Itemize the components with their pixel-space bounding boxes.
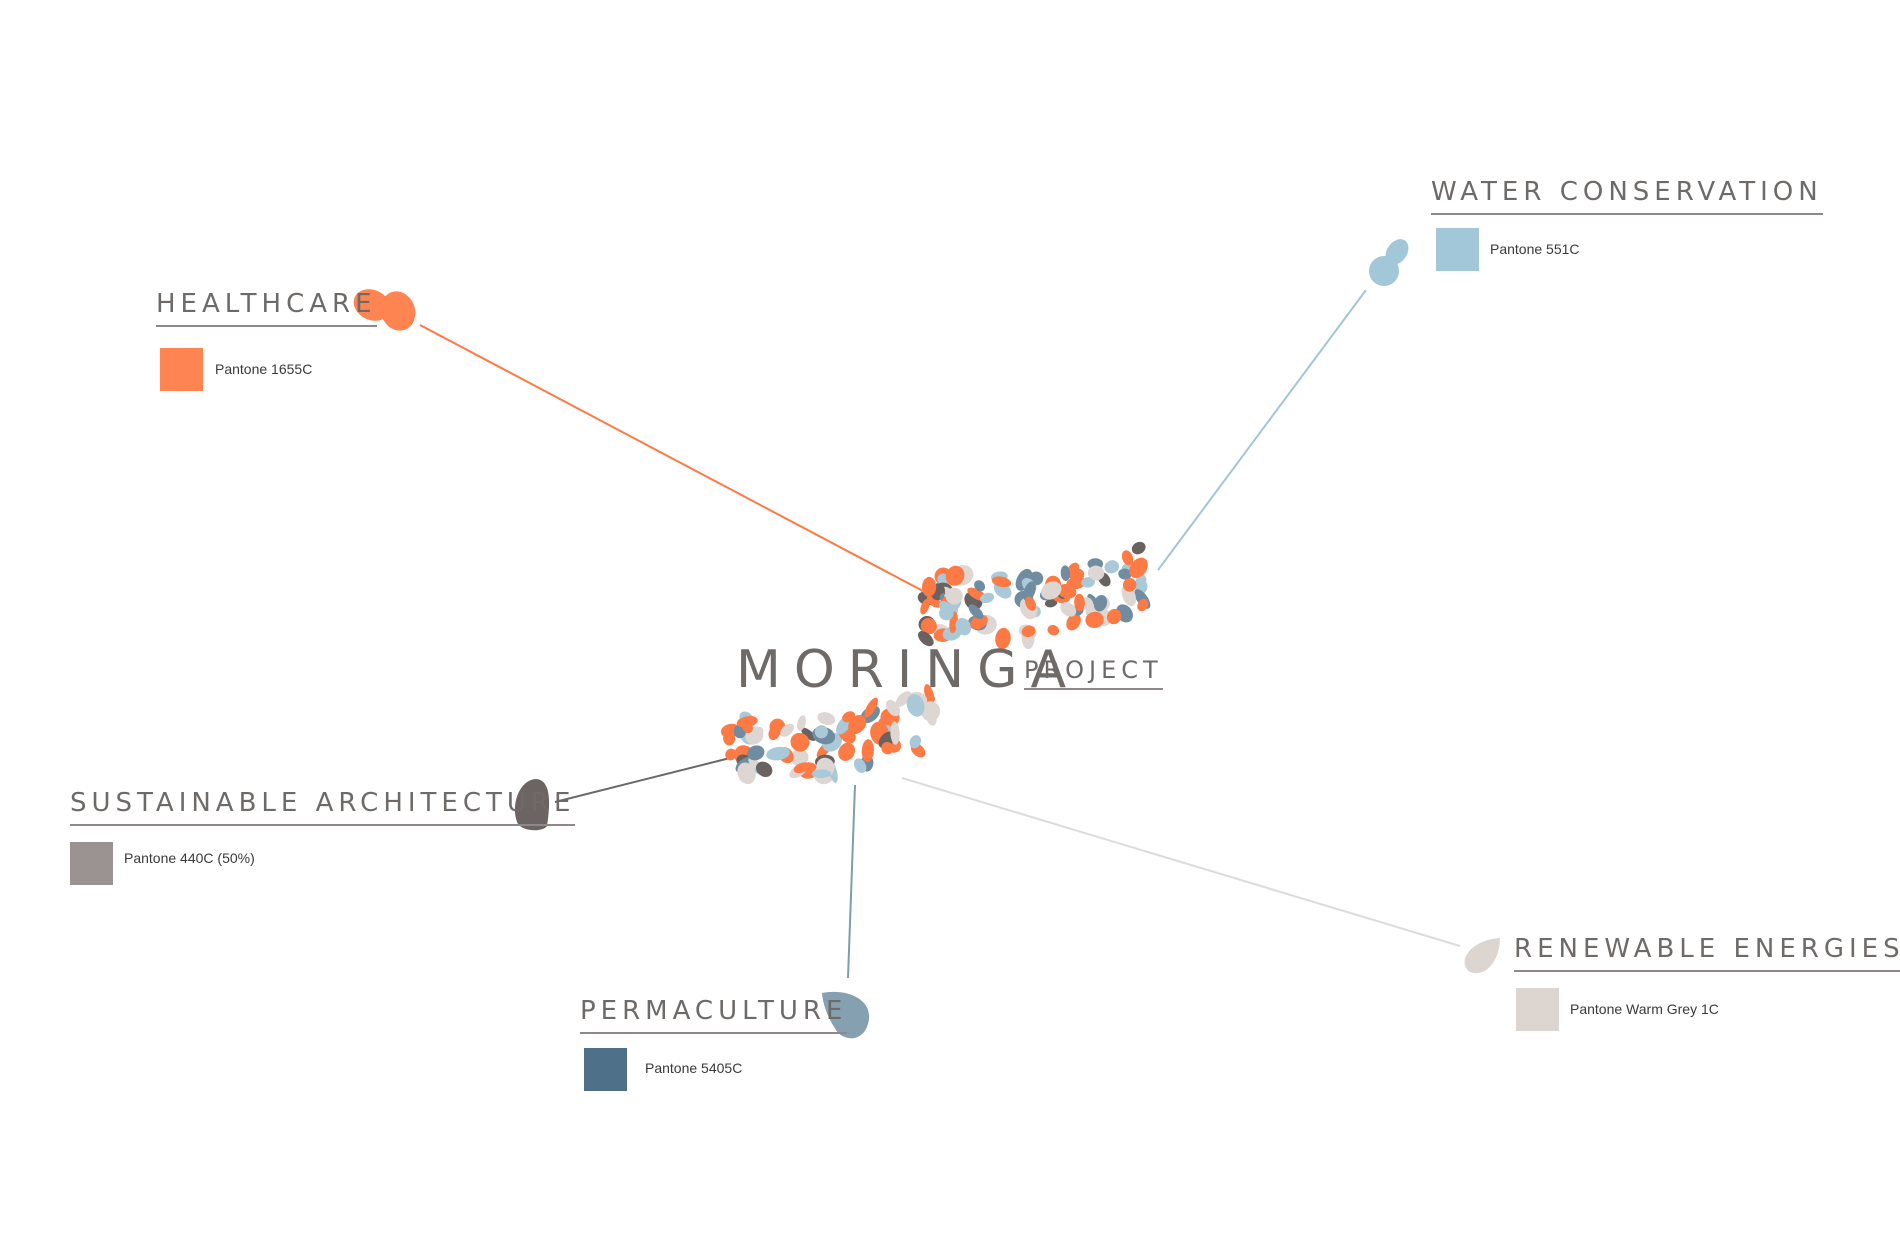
petal [737,762,756,785]
petal [939,606,954,621]
petal [1057,583,1077,599]
petal [797,715,806,731]
petal [890,721,900,745]
petal [1118,568,1132,580]
swatch-label-renewable-energies: Pantone Warm Grey 1C [1570,1001,1719,1017]
energies-leaf-icon [1464,938,1500,974]
petal [790,732,810,752]
petal [723,731,736,746]
petal [756,761,773,777]
petal [955,618,972,636]
petal [1074,593,1085,612]
swatch-label-permaculture: Pantone 5405C [645,1060,743,1076]
petal [766,746,790,761]
swatch-sustainable-architecture [70,842,113,885]
petal [921,576,937,597]
petal [1066,613,1081,631]
petal [780,723,795,737]
petal [1085,611,1104,629]
petal [747,745,765,761]
petal [1104,560,1120,574]
connector-water [1157,289,1367,571]
upper-petal-cluster [917,541,1151,650]
project-name: MORINGA [736,640,1080,700]
petal [1137,598,1149,612]
petal [1093,594,1108,612]
petal [906,694,925,717]
petal [991,576,1012,588]
petal [842,711,856,723]
petal [1081,577,1096,588]
petal [817,712,836,726]
swatch-renewable-energies [1516,988,1559,1031]
water-drop-icon [1369,239,1409,286]
petal [917,631,934,647]
petal [909,735,922,749]
swatch-water-conservation [1436,228,1479,271]
petal [725,748,737,761]
petal [790,748,809,767]
petal [861,739,874,762]
petal [864,697,878,718]
petal [1041,581,1062,600]
petal [811,769,832,779]
petal [1025,596,1037,611]
node-title-healthcare: HEALTHCARE [156,289,377,327]
petal [1021,625,1036,638]
petal [1047,625,1060,636]
petal [1087,565,1105,581]
petal [945,565,965,586]
swatch-label-healthcare: Pantone 1655C [215,361,313,377]
connector-energies [901,777,1461,947]
petal [1070,568,1085,582]
petal [838,742,856,761]
permaculture-leaf-icon [822,991,870,1039]
petal [1131,541,1146,555]
connector-permaculture [847,784,856,979]
connector-architecture [554,757,731,803]
petal [974,580,986,592]
swatch-label-sustainable-architecture: Pantone 440C (50%) [124,850,255,866]
petal [814,725,828,739]
swatch-healthcare [160,348,203,391]
petal [881,742,894,755]
petal [995,627,1011,650]
petal [970,614,988,630]
petal [945,587,963,605]
petal [895,691,912,707]
node-title-permaculture: PERMACULTURE [580,996,848,1034]
petal [1129,557,1148,579]
lower-petal-cluster [720,684,941,785]
petal [1121,550,1134,566]
node-title-renewable-energies: RENEWABLE ENERGIES [1514,934,1900,972]
petal [925,708,937,726]
petal [801,727,817,741]
swatch-permaculture [584,1048,627,1091]
healthcare-leaf-icon [353,289,416,331]
petal [1060,565,1071,581]
petal [1044,598,1058,608]
petal [1060,601,1077,617]
petal [793,762,811,774]
architecture-leaf-icon [514,779,550,831]
petal [1023,581,1036,602]
node-title-sustainable-architecture: SUSTAINABLE ARCHITECTURE [70,788,576,826]
project-subtitle: PROJECT [1024,656,1163,690]
petal [742,721,753,734]
petal [1106,608,1122,625]
petal [920,598,930,615]
petal [1122,578,1137,592]
petal [980,592,995,604]
petal [968,604,984,620]
connector-healthcare [419,324,941,601]
petal [853,758,867,773]
connector-lines [419,289,1461,979]
swatch-label-water-conservation: Pantone 551C [1490,241,1580,257]
petal [920,617,937,635]
petal [736,716,758,728]
node-title-water-conservation: WATER CONSERVATION [1431,177,1823,215]
